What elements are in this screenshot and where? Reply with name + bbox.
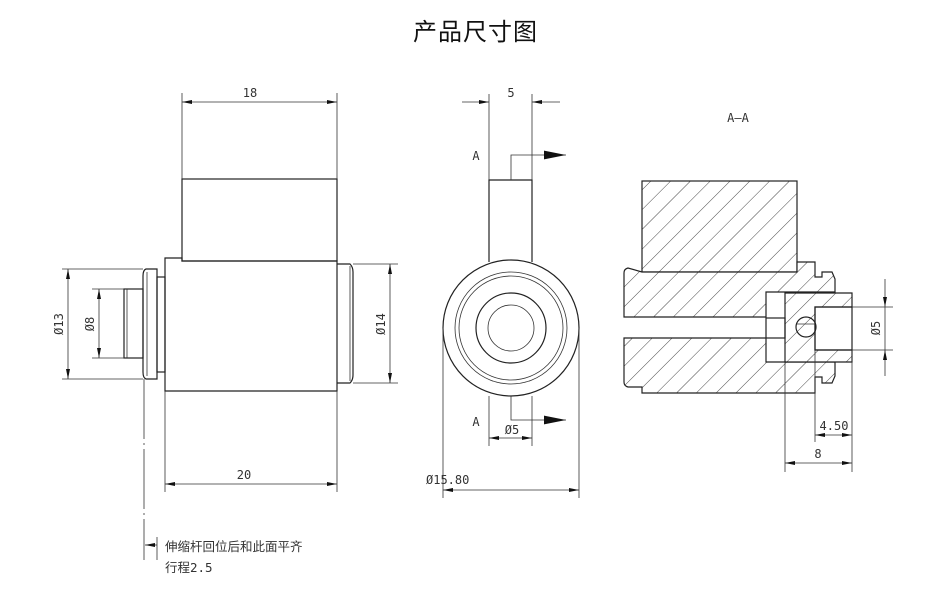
side-view: 5 A A Ø5 Ø15.80 [426,86,580,498]
page-title: 产品尺寸图 [413,18,538,46]
plunger-stem [123,288,144,359]
top-block [181,178,338,262]
outer-circle [442,259,580,397]
section-top-block [641,180,798,273]
dim-5-label: 5 [507,86,514,100]
dim-dia14-label: Ø14 [374,313,388,335]
dim-dia8-label: Ø8 [83,317,97,331]
stroke-note: 行程2.5 [165,560,213,575]
main-body [164,257,338,392]
dim-8-label: 8 [814,447,821,461]
right-stub [337,263,354,384]
section-a-bottom-label: A [472,415,480,429]
section-body-lower [623,337,836,394]
section-right-bore [814,306,853,351]
section-plunger [784,292,853,363]
section-a-top-label: A [472,149,480,163]
dim-outer-dia-label: Ø15.80 [426,473,469,487]
section-bore-dia-label: Ø5 [869,321,883,335]
flange-neck [156,276,166,373]
bore-circle [487,304,535,352]
ball-icon [795,316,817,338]
retract-note: 伸缩杆回位后和此面平齐 [165,539,303,554]
left-flange [142,268,158,380]
section-label: A—A [727,111,749,125]
section-body-upper [623,261,836,318]
dim-20-label: 20 [237,468,251,482]
section-view: A—A Ø5 4.50 8 [623,111,893,472]
dim-4-50-label: 4.50 [820,419,849,433]
dim-bore-dia-label: Ø5 [505,423,519,437]
dim-dia13-label: Ø13 [52,313,66,335]
front-view: 18 20 Ø13 Ø8 Ø14 伸缩杆回位后和此面平齐 行程2.5 [52,86,398,575]
dim-18-label: 18 [243,86,257,100]
top-tab [488,179,533,262]
